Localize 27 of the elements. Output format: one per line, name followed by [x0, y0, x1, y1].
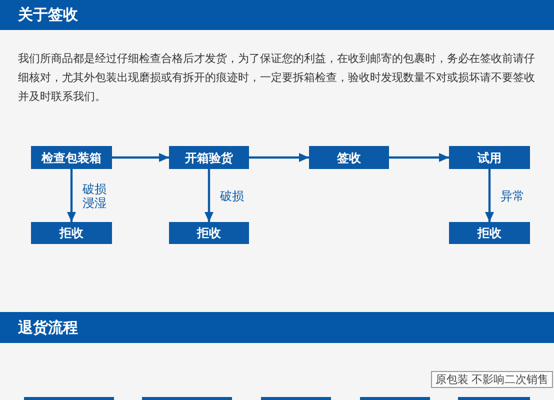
arrow [249, 153, 309, 162]
process-box: 拒收 [449, 222, 530, 244]
arrow [485, 169, 494, 222]
process-box: 拒收 [169, 222, 249, 244]
intro-paragraph: 我们所商品都是经过仔细检查合格后才发货，为了保证您的利益，在收到邮寄的包裹时，务必在签收前请仔细核对，尤其外包装出现磨损或有拆开的痕迹时，一定要拆箱检查，验收时发现数量不对或损坏请不要签收并及时联系我们。 [18, 51, 536, 105]
section-heading: 退货流程 [18, 318, 78, 337]
header-band [0, 312, 554, 343]
arrow [112, 153, 169, 162]
process-box: 拒收 [31, 222, 112, 244]
header-band [0, 0, 554, 30]
process-box: 检查包装箱 [31, 146, 112, 169]
note-box: 原包装 不影响二次销售 [431, 371, 553, 388]
process-box: 试用 [449, 146, 530, 169]
process-box [24, 397, 114, 400]
edge-label: 异常 [500, 188, 526, 202]
section-heading: 关于签收 [18, 6, 78, 24]
edge-label: 破损浸湿 [82, 182, 108, 210]
process-box [261, 397, 331, 400]
process-box [458, 397, 530, 400]
process-box: 签收 [309, 146, 389, 169]
arrow [204, 169, 214, 222]
process-box [142, 397, 232, 400]
process-box: 开箱验货 [169, 146, 249, 169]
process-box [360, 397, 430, 400]
edge-label: 破损 [220, 188, 245, 202]
arrow [67, 169, 76, 222]
arrow [389, 153, 449, 162]
